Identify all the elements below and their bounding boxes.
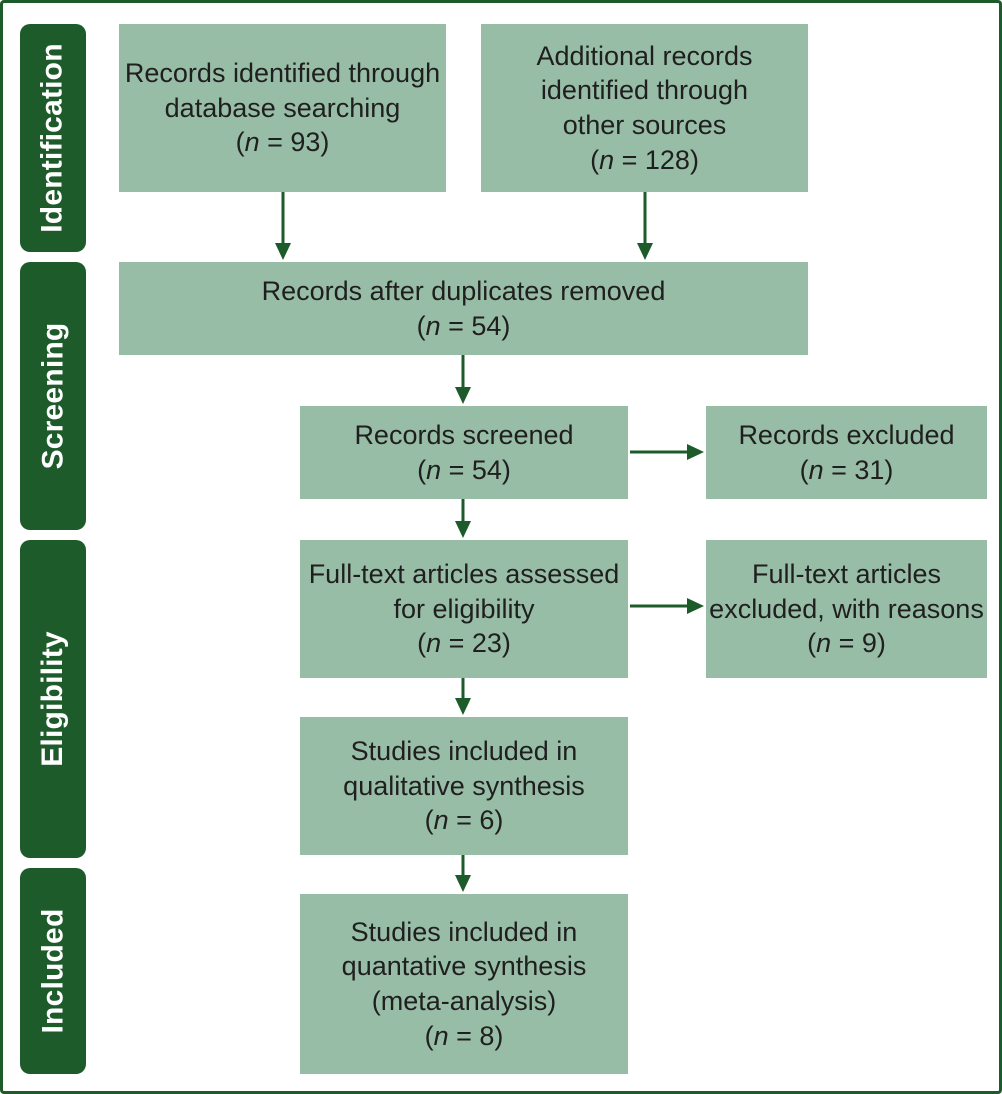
box-text-line: quantative synthesis (341, 951, 587, 982)
box-count-value: 93 (290, 127, 321, 158)
box-text-line: database searching (164, 92, 401, 123)
arrowhead-qualitative (455, 698, 471, 715)
box-text-line: Full-text articles assessed (308, 559, 620, 590)
box-after-duplicates: Records after duplicates removed (n = 54) (119, 262, 808, 355)
box-count: (n = 54) (417, 454, 511, 485)
stage-included: Included (20, 868, 86, 1074)
box-text-line: Full-text articles (751, 559, 942, 590)
box-text-line: (meta-analysis) (371, 986, 557, 1016)
box-records-excluded: Records excluded (n = 31) (706, 406, 987, 499)
arrowhead-screened (455, 387, 471, 404)
box-text-line: qualitative synthesis (343, 770, 585, 801)
box-count: (n = 93) (235, 127, 330, 158)
box-count-value: 54 (471, 310, 502, 341)
box-text-line: Records after duplicates removed (261, 275, 666, 306)
box-text-line: Studies included in (350, 736, 578, 767)
box-text-line: for eligibility (393, 593, 535, 624)
arrowhead-fulltext-excluded (687, 598, 704, 614)
box-count: (n = 9) (807, 628, 886, 659)
box-text-line: Records excluded (738, 419, 955, 450)
box-text-line: other sources (562, 110, 727, 140)
box-count: (n = 8) (424, 1020, 504, 1051)
box-count-value: 9 (861, 628, 877, 659)
stage-identification: Identification (20, 24, 86, 252)
box-count-value: 8 (479, 1020, 495, 1051)
box-other-sources: Additional records identified through othe… (481, 24, 808, 192)
stage-screening: Screening (20, 262, 86, 530)
box-count: (n = 6) (424, 805, 504, 836)
arrowhead-other (637, 243, 653, 260)
box-count: (n = 31) (799, 454, 894, 485)
stage-eligibility: Eligibility (20, 540, 86, 858)
box-records-screened: Records screened (n = 54) (300, 406, 628, 499)
box-count: (n = 23) (417, 628, 511, 659)
box-text-line: Additional records (536, 40, 753, 71)
arrowhead-db (275, 243, 291, 260)
arrowhead-quantitative (455, 875, 471, 892)
arrowhead-excluded (687, 444, 704, 460)
box-text-line: Records screened (354, 419, 574, 450)
box-text-line: identified through (540, 75, 749, 106)
box-count: (n = 128) (590, 144, 699, 175)
box-count-value: 54 (471, 454, 502, 485)
box-count-value: 128 (644, 144, 690, 175)
box-text-line: Records identified through (124, 58, 441, 89)
box-text-line: excluded, with reasons (709, 593, 984, 624)
box-text-line: Studies included in (350, 916, 578, 947)
box-count-value: 31 (854, 454, 885, 485)
box-quantitative-synthesis: Studies included in quantative synthesis (… (300, 894, 628, 1074)
box-count-value: 6 (479, 805, 495, 836)
box-count-value: 23 (471, 628, 502, 659)
arrowhead-fulltext (455, 521, 471, 538)
box-count: (n = 54) (416, 310, 511, 341)
